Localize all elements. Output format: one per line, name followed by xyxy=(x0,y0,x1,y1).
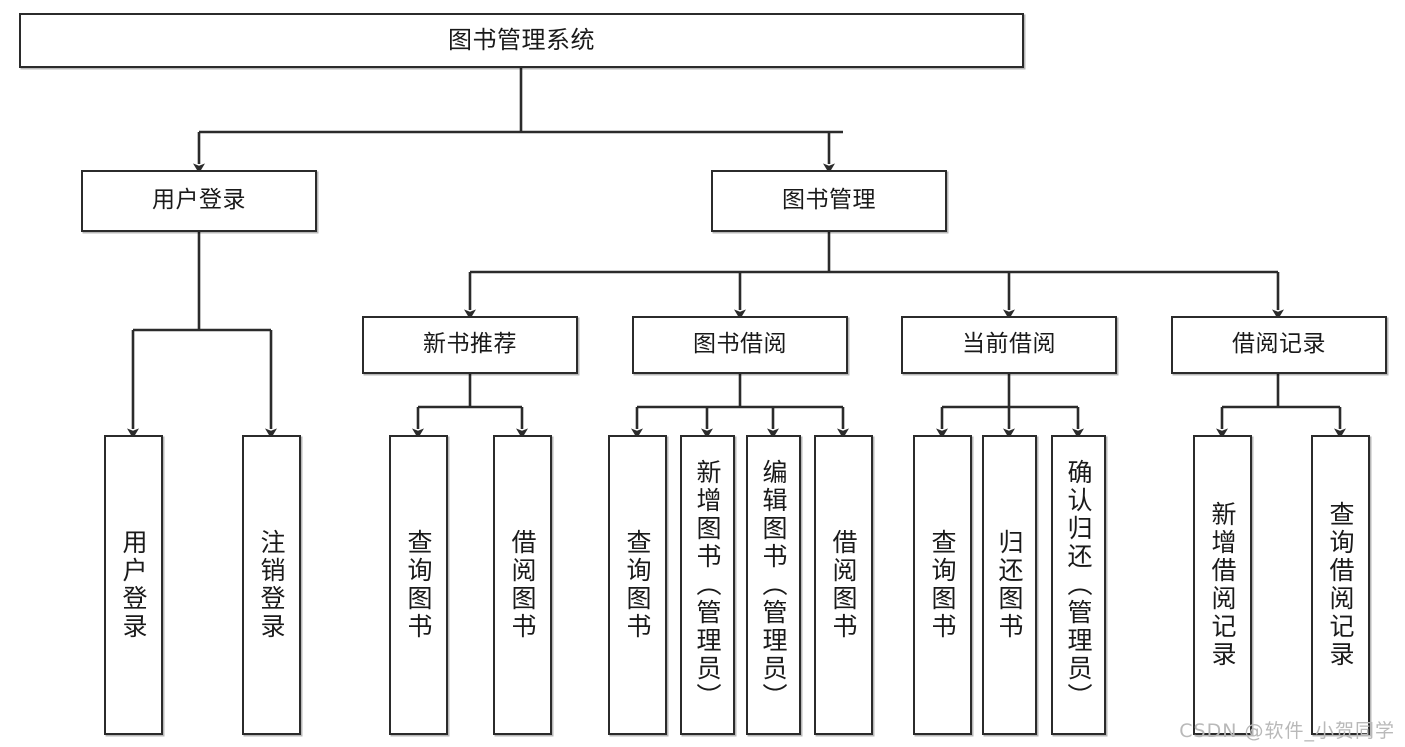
node-book-manage[interactable]: 图书管理 xyxy=(711,170,947,232)
node-leaf-confirm-return-label: 确认归还（管理员） xyxy=(1064,459,1093,711)
node-leaf-add-book-label: 新增图书（管理员） xyxy=(693,459,722,711)
node-leaf-borrow-book-2[interactable]: 借阅图书 xyxy=(814,435,873,735)
node-borrow-record[interactable]: 借阅记录 xyxy=(1171,316,1387,374)
node-leaf-user-login[interactable]: 用户登录 xyxy=(104,435,163,735)
node-leaf-query-book-2-label: 查询图书 xyxy=(623,529,652,641)
node-leaf-user-logout-label: 注销登录 xyxy=(257,529,286,641)
node-borrow-record-label: 借阅记录 xyxy=(1232,331,1326,358)
node-user-login[interactable]: 用户登录 xyxy=(81,170,317,232)
node-leaf-query-book-3[interactable]: 查询图书 xyxy=(913,435,972,735)
node-leaf-borrow-book-2-label: 借阅图书 xyxy=(829,529,858,641)
node-leaf-query-record[interactable]: 查询借阅记录 xyxy=(1311,435,1370,735)
node-leaf-query-record-label: 查询借阅记录 xyxy=(1326,501,1355,669)
node-leaf-return-book[interactable]: 归还图书 xyxy=(982,435,1037,735)
node-new-book-recommend[interactable]: 新书推荐 xyxy=(362,316,578,374)
node-leaf-query-book-3-label: 查询图书 xyxy=(928,529,957,641)
node-book-borrow[interactable]: 图书借阅 xyxy=(632,316,848,374)
node-current-borrow-label: 当前借阅 xyxy=(962,331,1056,358)
node-leaf-return-book-label: 归还图书 xyxy=(995,529,1024,641)
node-leaf-user-logout[interactable]: 注销登录 xyxy=(242,435,301,735)
node-user-login-label: 用户登录 xyxy=(152,187,246,214)
node-leaf-add-record-label: 新增借阅记录 xyxy=(1208,501,1237,669)
node-leaf-edit-book-label: 编辑图书（管理员） xyxy=(759,459,788,711)
node-book-borrow-label: 图书借阅 xyxy=(693,331,787,358)
node-leaf-query-book-1[interactable]: 查询图书 xyxy=(389,435,448,735)
node-current-borrow[interactable]: 当前借阅 xyxy=(901,316,1117,374)
node-leaf-edit-book[interactable]: 编辑图书（管理员） xyxy=(746,435,801,735)
node-root[interactable]: 图书管理系统 xyxy=(19,13,1024,68)
node-leaf-query-book-1-label: 查询图书 xyxy=(404,529,433,641)
node-leaf-add-book[interactable]: 新增图书（管理员） xyxy=(680,435,735,735)
node-book-manage-label: 图书管理 xyxy=(782,187,876,214)
watermark: CSDN @软件_小贺同学 xyxy=(1179,720,1395,742)
node-leaf-borrow-book-1[interactable]: 借阅图书 xyxy=(493,435,552,735)
node-leaf-borrow-book-1-label: 借阅图书 xyxy=(508,529,537,641)
node-leaf-user-login-label: 用户登录 xyxy=(119,529,148,641)
node-new-book-recommend-label: 新书推荐 xyxy=(423,331,517,358)
node-leaf-query-book-2[interactable]: 查询图书 xyxy=(608,435,667,735)
node-leaf-confirm-return[interactable]: 确认归还（管理员） xyxy=(1051,435,1106,735)
node-leaf-add-record[interactable]: 新增借阅记录 xyxy=(1193,435,1252,735)
node-root-label: 图书管理系统 xyxy=(448,26,595,55)
